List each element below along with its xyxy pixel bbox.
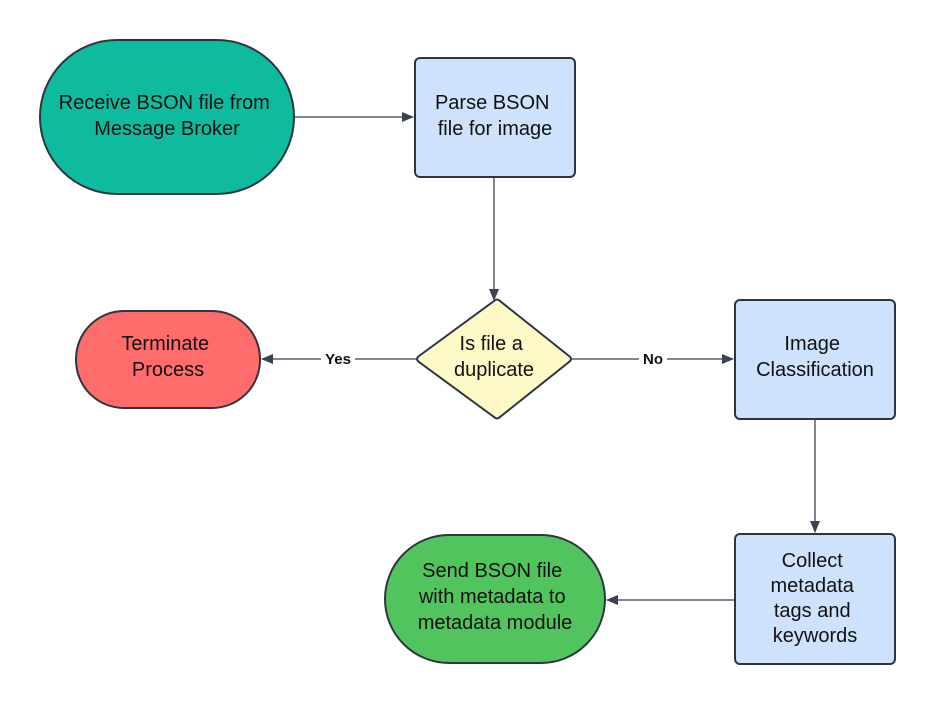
- edge-label-no: No: [639, 349, 667, 368]
- terminal-shape: [384, 534, 606, 664]
- node-send-line-2: with metadata to: [418, 586, 566, 608]
- node-send-bson: Send BSON file with metadata to metadata…: [384, 534, 606, 664]
- node-receive-line-2: Message Broker: [94, 118, 240, 140]
- edge-label-no-text: No: [643, 351, 663, 368]
- node-collect-line-3: tags and: [774, 600, 851, 622]
- node-image-classification: Image Classification: [734, 299, 896, 420]
- node-duplicate-line-2: duplicate: [454, 359, 534, 381]
- node-terminate-line-2: Process: [132, 359, 204, 381]
- node-collect-line-2: metadata: [771, 575, 855, 597]
- node-terminate-line-1: Terminate: [121, 333, 209, 355]
- node-parse-line-2: file for image: [438, 118, 553, 140]
- node-duplicate-line-1: Is file a: [460, 333, 524, 355]
- node-collect-line-4: keywords: [773, 625, 857, 647]
- node-terminate-process: Terminate Process: [75, 310, 261, 409]
- process-shape: [734, 299, 896, 420]
- process-shape: [414, 57, 576, 178]
- svg-text:Image Classification: Image Classification: [756, 333, 874, 381]
- node-is-duplicate: Is file a duplicate: [416, 298, 572, 420]
- terminal-shape: [39, 39, 295, 195]
- svg-text:Collect metadata t: Collect metadata tags and keywords: [771, 550, 860, 647]
- svg-text:Receive BSON file from M: Receive BSON file from Message Broker: [59, 92, 276, 140]
- edge-label-yes-text: Yes: [325, 351, 351, 368]
- process-shape: [734, 533, 896, 665]
- svg-text:Send BSON file with meta: Send BSON file with metadata to metadata…: [418, 560, 573, 634]
- node-collect-metadata: Collect metadata tags and keywords: [734, 533, 896, 665]
- svg-text:Is file a duplicate: Is file a duplicate: [454, 333, 534, 381]
- terminal-shape: [75, 310, 261, 409]
- node-receive-line-1: Receive BSON file from: [59, 92, 270, 114]
- svg-text:Parse BSON file for imag: Parse BSON file for image: [435, 92, 555, 140]
- decision-shape: [416, 298, 572, 420]
- node-classify-line-2: Classification: [756, 359, 874, 381]
- node-send-line-1: Send BSON file: [422, 560, 562, 582]
- node-receive-bson: Receive BSON file from Message Broker: [39, 39, 295, 195]
- node-parse-bson: Parse BSON file for image: [414, 57, 576, 178]
- node-collect-line-1: Collect: [782, 550, 844, 572]
- node-send-line-3: metadata module: [418, 612, 573, 634]
- edge-label-yes: Yes: [321, 349, 355, 368]
- svg-text:Terminate Process: Terminate Process: [121, 333, 214, 381]
- node-classify-line-1: Image: [784, 333, 840, 355]
- node-parse-line-1: Parse BSON: [435, 92, 549, 114]
